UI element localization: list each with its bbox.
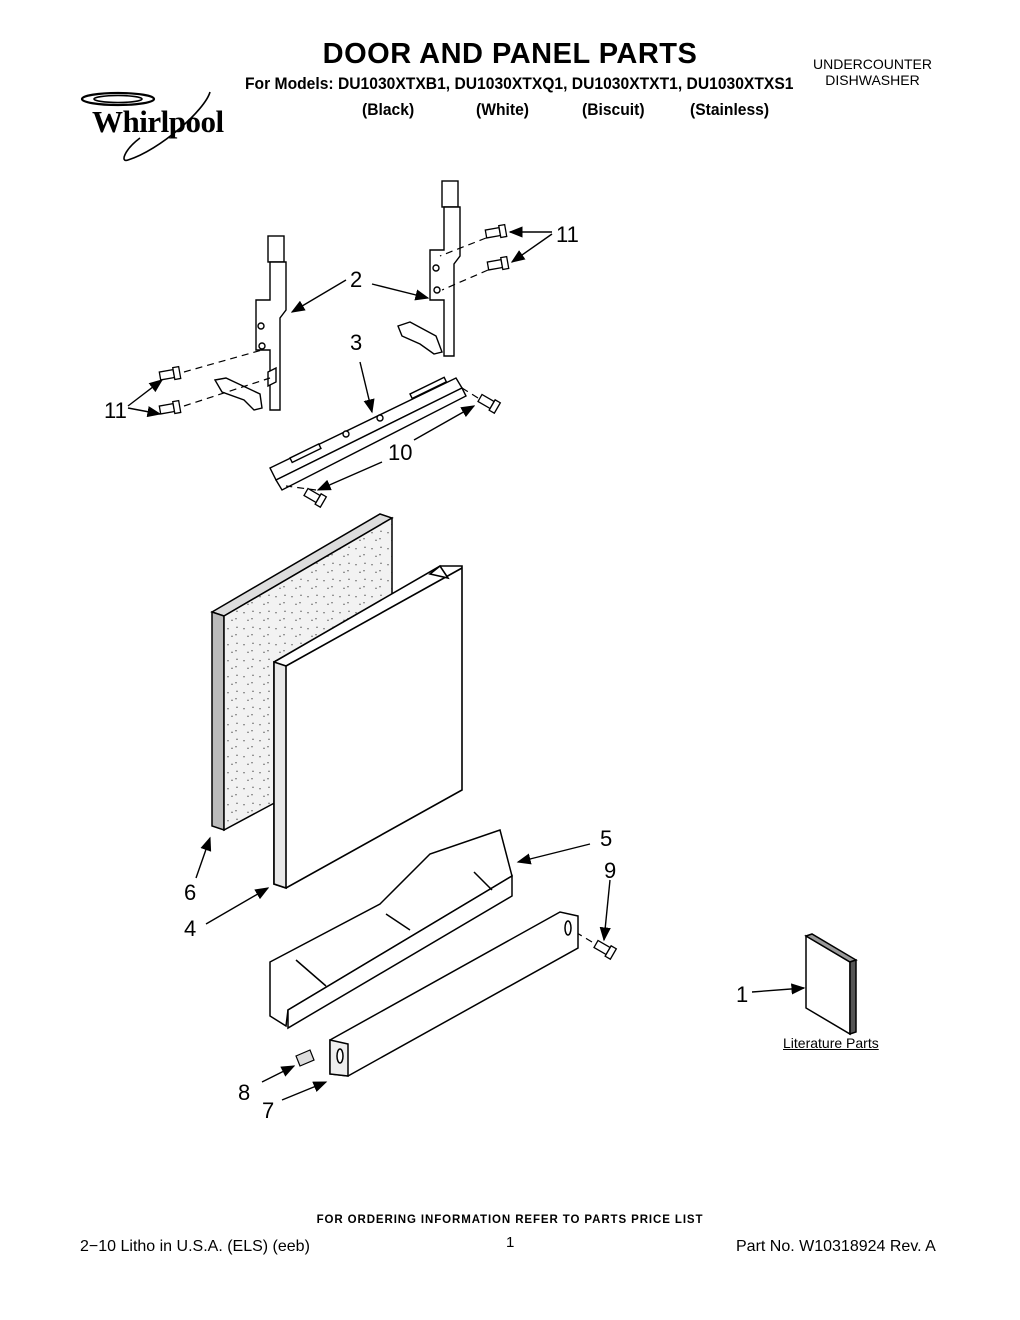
callout-4: 4: [184, 916, 197, 941]
page-title: DOOR AND PANEL PARTS: [322, 38, 698, 70]
color-black: (Black): [362, 100, 415, 119]
toekick-bracket: [269, 829, 513, 1030]
callout-6: 6: [184, 880, 197, 905]
callout-10: 10: [388, 440, 413, 465]
callout-3: 3: [350, 330, 363, 355]
print-info: 2−10 Litho in U.S.A. (ELS) (eeb): [80, 1238, 310, 1255]
color-biscuit: (Biscuit): [582, 100, 645, 119]
mounting-rail: [269, 376, 467, 491]
callout-5: 5: [600, 826, 613, 851]
callout-11-top: 11: [556, 222, 579, 247]
booklet-icon: [804, 933, 858, 1036]
door-panel: [273, 564, 463, 890]
toekick-panel: [329, 911, 579, 1077]
literature-parts-label: Literature Parts: [783, 1035, 879, 1051]
callout-1: 1: [736, 982, 749, 1007]
color-white: (White): [476, 100, 529, 119]
page-number: 1: [506, 1234, 515, 1251]
hinge-bracket-right: [397, 180, 461, 357]
callout-11-left: 11: [104, 398, 127, 423]
ordering-note: FOR ORDERING INFORMATION REFER TO PARTS …: [316, 1214, 704, 1226]
part-number: Part No. W10318924 Rev. A: [736, 1238, 936, 1255]
callout-2: 2: [350, 267, 363, 292]
clip-icon: [295, 1049, 315, 1067]
color-stainless: (Stainless): [690, 100, 770, 119]
screw-icon: [158, 223, 618, 961]
whirlpool-logo-text: Whirlpool: [92, 104, 224, 139]
product-type-line1: UNDERCOUNTER: [813, 56, 932, 72]
models-line: For Models: DU1030XTXB1, DU1030XTXQ1, DU…: [245, 74, 794, 93]
whirlpool-logo: [80, 91, 211, 162]
hinge-bracket-left: [213, 235, 287, 411]
product-type-line2: DISHWASHER: [825, 72, 920, 88]
callout-7: 7: [262, 1098, 275, 1123]
callout-8: 8: [238, 1080, 251, 1105]
callout-9: 9: [604, 858, 617, 883]
